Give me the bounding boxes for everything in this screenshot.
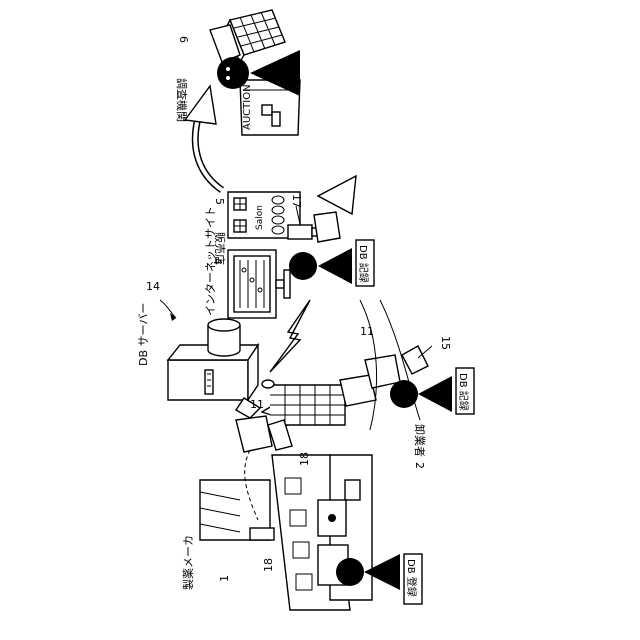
db-register-text: DB 登録	[405, 559, 418, 597]
store-number: 5	[213, 198, 226, 205]
investigation-agency: AUCTION	[210, 10, 300, 135]
ref-18a: 18	[298, 452, 311, 466]
inspector-head	[217, 57, 249, 89]
investigation-number: 6	[177, 36, 190, 43]
wholesaler-label: 卸業者	[413, 424, 427, 457]
db-server	[168, 319, 258, 400]
return-arrow-head	[318, 176, 356, 214]
ref-14: 14	[146, 280, 160, 293]
ref-15: 15	[439, 336, 452, 350]
ref-18b: 18	[262, 558, 275, 572]
db-record-text-2: DB 記録	[457, 373, 470, 411]
internet-site-monitor	[228, 250, 290, 318]
wholesaler-number: 2	[413, 462, 426, 469]
auction-sign-text: AUCTION	[242, 84, 253, 130]
store-agent-body	[318, 248, 352, 284]
ref-11b: 11	[360, 325, 374, 338]
store-agent-head	[289, 252, 317, 280]
wholesaler-agent-head	[390, 380, 418, 408]
pharma-maker-number: 1	[218, 575, 231, 582]
wholesaler-warehouse	[262, 300, 428, 430]
maker-agent-head	[336, 558, 364, 586]
investigation-label: 調査機関	[175, 78, 189, 122]
db-server-label: DB サーバー	[137, 303, 150, 366]
db-record-text-1: DB 記録	[357, 245, 370, 283]
pharma-maker-label: 製薬メーカ	[181, 535, 195, 590]
ref-11a: 11	[250, 398, 264, 411]
internet-site-number: 4	[211, 258, 224, 265]
wholesaler-agent-body	[418, 376, 452, 412]
store-sign-text: Salon	[255, 205, 265, 230]
ref-17: 17	[290, 194, 303, 208]
